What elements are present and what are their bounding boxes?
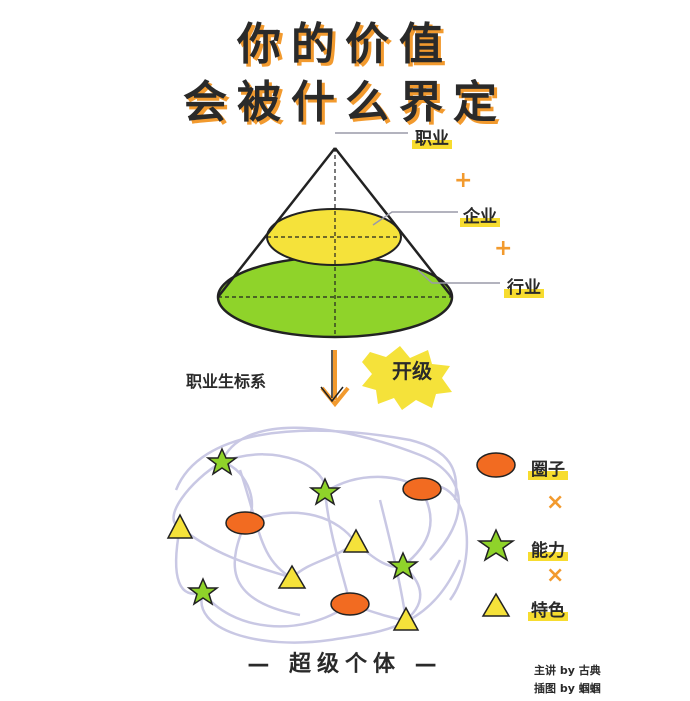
orange-node — [330, 592, 370, 616]
legend-green-star — [476, 528, 516, 562]
bottom-title: — 超级个体 — — [247, 652, 443, 677]
upgrade-label: 开级 — [392, 359, 432, 383]
yellow-triangle-node — [166, 513, 194, 539]
green-star-node — [308, 477, 342, 506]
green-star-node — [205, 447, 239, 476]
network-nodes — [166, 447, 442, 631]
legend-label-ability: 能力 — [528, 536, 568, 561]
plus-sign: + — [454, 168, 473, 193]
cone-label-enterprise: 企业 — [460, 202, 500, 227]
down-arrow-icon — [320, 350, 350, 408]
career-coordinate-label: 职业生标系 — [186, 372, 267, 391]
times-sign: × — [546, 490, 565, 515]
cone — [216, 132, 500, 339]
title-line-1: 你的价值 — [237, 19, 453, 70]
title-line-2: 会被什么界定 — [183, 77, 507, 128]
legend-yellow-triangle — [481, 592, 511, 617]
times-sign: × — [546, 563, 565, 588]
yellow-triangle-node — [392, 606, 420, 631]
orange-node — [225, 511, 265, 535]
green-star-node — [186, 577, 220, 606]
yellow-triangle-node — [277, 564, 307, 589]
legend-orange-ellipse — [476, 452, 516, 478]
yellow-triangle-node — [342, 528, 370, 553]
cone-label-career: 职业 — [412, 124, 452, 149]
legend-label-feature: 特色 — [528, 596, 568, 621]
legend-shapes — [476, 452, 516, 617]
credit-illustrator: 插图 by 蝈蝈 — [534, 682, 601, 695]
credit-speaker: 主讲 by 古典 — [534, 664, 601, 677]
orange-node — [402, 477, 442, 501]
green-star-node — [386, 551, 420, 580]
cone-label-industry: 行业 — [504, 273, 544, 298]
legend-label-circle: 圈子 — [528, 455, 568, 480]
plus-sign: + — [494, 236, 513, 261]
upgrade-burst — [362, 346, 452, 410]
